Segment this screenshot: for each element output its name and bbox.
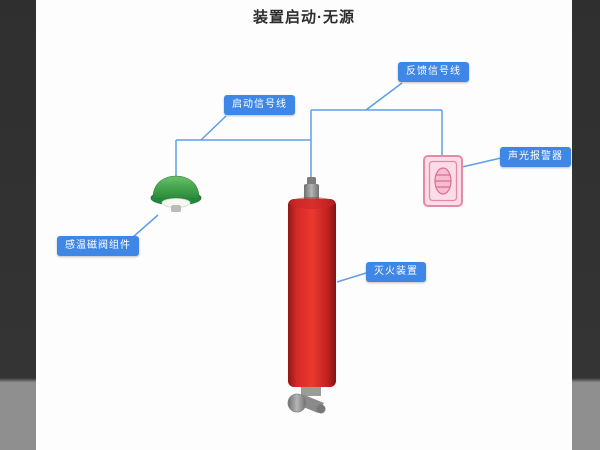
valve-stem (171, 205, 181, 212)
alarm-label-connector (461, 157, 502, 168)
label-valve: 感温磁阀组件 (57, 236, 139, 256)
label-alarm: 声光报警器 (500, 147, 571, 167)
alarm-speaker-slots (435, 174, 451, 188)
nozzle-outlet (316, 404, 326, 414)
label-extinguisher: 灭火装置 (366, 262, 426, 282)
valve-device (150, 175, 202, 212)
cylinder-shoulder (289, 197, 335, 209)
start-label-connector (200, 115, 227, 141)
extinguisher-label-connector (336, 272, 367, 283)
alarm-inner-frame (428, 160, 458, 202)
valve-label-connector (132, 214, 159, 238)
signal-wires (132, 82, 502, 283)
label-feedback-signal: 反馈信号线 (398, 62, 469, 82)
alarm-device (423, 155, 463, 207)
cylinder-body (288, 199, 336, 387)
nozzle-body (287, 393, 307, 413)
feedback-label-connector (365, 82, 403, 111)
extinguisher-device (287, 177, 336, 414)
label-start-signal: 启动信号线 (224, 95, 295, 115)
page-title: 装置启动·无源 (253, 9, 355, 26)
letterbox-left (0, 0, 36, 450)
valve-dome (152, 175, 200, 199)
letterbox-right (572, 0, 600, 450)
nozzle-neck (301, 387, 321, 396)
